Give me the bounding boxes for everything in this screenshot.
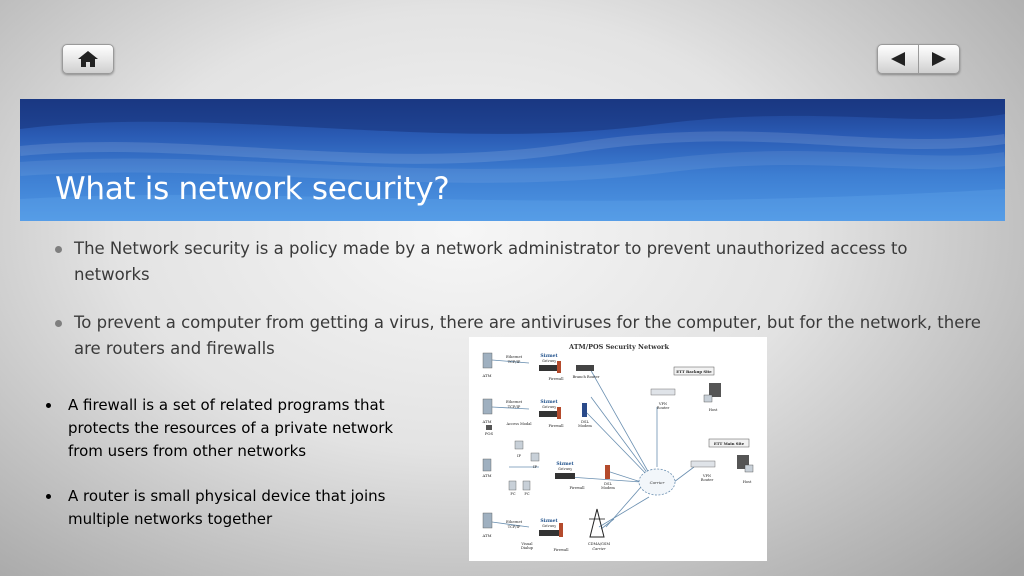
pos-terminal	[486, 425, 492, 430]
slide-pager	[877, 44, 960, 74]
main-site-label: ETT Main Site	[714, 441, 745, 446]
firewall-label: Firewall	[548, 377, 564, 381]
atm-machine-4	[482, 512, 493, 529]
vpn-router-2	[690, 460, 716, 468]
gateway-label: Gateway	[542, 524, 556, 528]
router-label: Router	[701, 478, 714, 482]
bullet-text: The Network security is a policy made by…	[74, 239, 908, 284]
atm-label: ATM	[482, 419, 492, 424]
sizmet-label: Sizmet	[540, 399, 558, 405]
pc-label: PC	[510, 492, 515, 496]
sub-bullet-item: A firewall is a set of related programs …	[46, 394, 416, 463]
carrier-cloud	[638, 468, 676, 496]
slide-title: What is network security?	[55, 171, 450, 207]
vpn-router-1	[650, 388, 676, 396]
ethernet-label: Ethernet	[506, 520, 523, 524]
gateway-label: Gateway	[542, 359, 556, 363]
carrier-label: Carrier	[592, 547, 606, 551]
dialup-label: Dialup	[521, 546, 534, 550]
modem-label: Modem	[601, 486, 615, 490]
dsl-label: DSL	[581, 420, 589, 424]
firewall-label: Firewall	[569, 486, 585, 490]
diagram-links	[491, 359, 695, 530]
pc-1	[508, 480, 517, 491]
bullet-item: To prevent a computer from getting a vir…	[55, 310, 985, 362]
gateway-device-1	[539, 365, 559, 371]
sizmet-label: Sizmet	[540, 518, 558, 524]
home-icon	[78, 51, 98, 67]
main-site-box	[708, 438, 750, 448]
pos-label: POS	[485, 431, 494, 436]
host-label: Host	[709, 408, 718, 412]
modem-label: Modem	[578, 424, 592, 428]
visual-label: Visual	[520, 542, 533, 546]
pc-label: PC	[524, 492, 529, 496]
triangle-left-icon	[891, 52, 905, 66]
branch-router-device	[576, 365, 594, 371]
atm-machine-2	[482, 398, 493, 415]
bullet-dot	[55, 320, 62, 327]
gateway-device-3	[555, 473, 575, 479]
tcpip-label: TCP/IP	[508, 405, 521, 409]
tcpip-label: TCP/IP	[508, 360, 521, 364]
title-banner: What is network security?	[20, 99, 1005, 221]
bullet-dot	[55, 246, 62, 253]
ip-label: IP	[517, 454, 521, 458]
pc-2	[522, 480, 531, 491]
network-diagram: ATM/POS Security Network Carrier ATM Eth…	[469, 337, 767, 561]
access-modal-label: Access Modal	[505, 422, 532, 426]
firewall-device-4	[559, 523, 563, 537]
vpn-label: VPN	[658, 402, 667, 406]
gateway-label: Gateway	[558, 467, 572, 471]
ethernet-label: Ethernet	[506, 400, 523, 404]
bullet-text: To prevent a computer from getting a vir…	[74, 313, 981, 358]
cdma-label: CDMA/GSM	[588, 542, 610, 546]
cloud-label: Carrier	[650, 480, 666, 485]
firewall-device-1	[557, 361, 561, 373]
dsl-label: DSL	[604, 482, 612, 486]
atm-machine-3	[482, 458, 492, 472]
atm-label: ATM	[482, 473, 492, 478]
gateway-device-4	[539, 530, 559, 536]
dsl-modem-device-1	[582, 403, 587, 417]
host-label: Host	[743, 480, 752, 484]
router-label: Router	[657, 406, 670, 410]
sub-bullet-dot	[46, 403, 51, 408]
atm-label: ATM	[482, 373, 492, 378]
firewall-label: Firewall	[548, 424, 564, 428]
next-slide-button[interactable]	[919, 45, 959, 73]
home-button[interactable]	[62, 44, 114, 74]
gateway-device-2	[539, 411, 559, 417]
atm-machine-1	[482, 352, 493, 369]
firewall-device-2	[557, 407, 561, 419]
triangle-right-icon	[931, 52, 946, 66]
atm-label: ATM	[482, 533, 492, 538]
sub-bullet-dot	[46, 494, 51, 499]
backup-site-label: ETT Backup Site	[676, 369, 712, 374]
sub-bullet-text: A firewall is a set of related programs …	[68, 396, 394, 460]
ip-phone-2	[530, 452, 540, 462]
network-diagram-graphic: ATM/POS Security Network Carrier ATM Eth…	[482, 343, 754, 552]
bullet-item: The Network security is a policy made by…	[55, 236, 985, 288]
previous-slide-button[interactable]	[878, 45, 918, 73]
sizmet-label: Sizmet	[556, 461, 574, 467]
ethernet-label: Ethernet	[506, 355, 523, 359]
pager-divider	[918, 45, 919, 73]
dsl-modem-device-2	[605, 465, 610, 479]
sub-bullet-item: A router is small physical device that j…	[46, 485, 416, 531]
ip-label: IP	[533, 465, 537, 469]
cell-tower	[589, 508, 605, 538]
gateway-label: Gateway	[542, 405, 556, 409]
tcpip-label: TCP/IP	[508, 525, 521, 529]
banner-wave-decoration	[20, 99, 1005, 221]
branch-router-label: Branch Router	[573, 375, 600, 379]
diagram-title: ATM/POS Security Network	[568, 343, 669, 351]
sizmet-label: Sizmet	[540, 353, 558, 359]
host-server-1	[709, 383, 721, 397]
firewall-label: Firewall	[553, 548, 569, 552]
vpn-label: VPN	[702, 474, 711, 478]
ip-phone-1	[514, 440, 524, 450]
backup-site-box	[673, 366, 715, 376]
sub-bullet-text: A router is small physical device that j…	[68, 487, 386, 528]
